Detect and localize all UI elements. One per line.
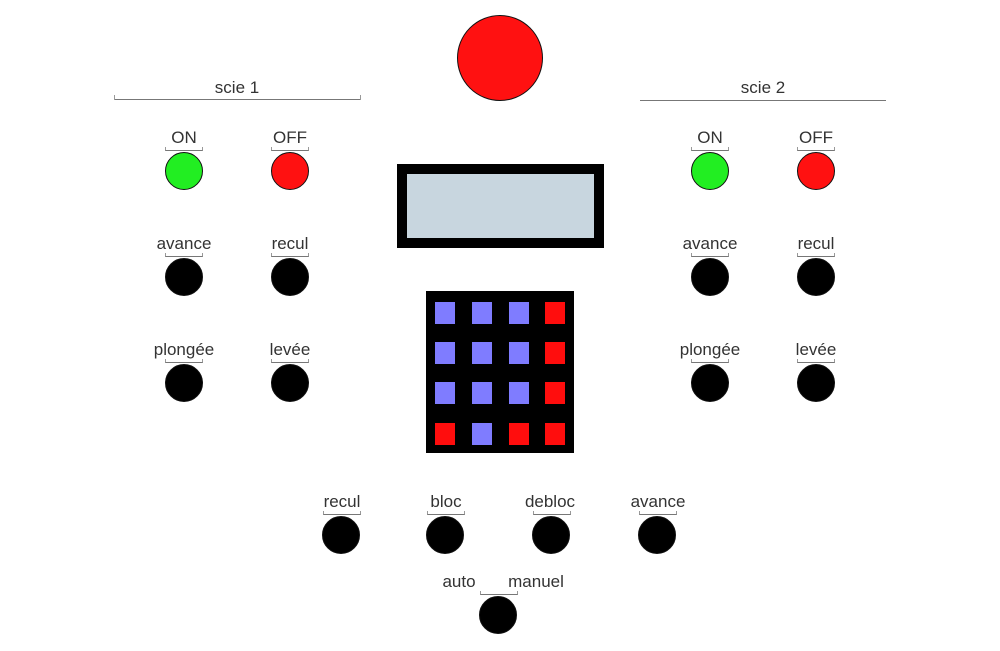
saw1-title: scie 1	[214, 78, 260, 97]
saw2-lift-button[interactable]	[797, 364, 835, 402]
saw2-forward-label: avance	[682, 234, 738, 253]
saw2-forward-bracket	[691, 253, 729, 257]
bottom-back-button[interactable]	[322, 516, 360, 554]
saw2-off-label: OFF	[799, 128, 833, 147]
keypad-key-1-4[interactable]	[545, 302, 565, 324]
saw2-plunge-bracket	[691, 359, 729, 363]
saw1-rule-tick-right	[360, 95, 361, 100]
manual-label: manuel	[508, 572, 564, 591]
bottom-forward-label: avance	[630, 492, 686, 511]
saw1-plunge-button[interactable]	[165, 364, 203, 402]
bottom-forward-button[interactable]	[638, 516, 676, 554]
keypad-key-3-2[interactable]	[472, 382, 492, 404]
saw1-forward-button[interactable]	[165, 258, 203, 296]
keypad-key-3-3[interactable]	[509, 382, 529, 404]
saw2-lift-label: levée	[795, 340, 837, 359]
auto-label: auto	[442, 572, 476, 591]
lock-bracket	[427, 511, 465, 515]
lcd-display	[397, 164, 604, 248]
keypad-key-1-2[interactable]	[472, 302, 492, 324]
saw2-off-bracket	[797, 147, 835, 151]
saw1-plunge-label: plongée	[153, 340, 215, 359]
keypad-key-3-4[interactable]	[545, 382, 565, 404]
keypad-key-4-4[interactable]	[545, 423, 565, 445]
saw2-back-label: recul	[797, 234, 835, 253]
saw1-lift-button[interactable]	[271, 364, 309, 402]
keypad-key-1-3[interactable]	[509, 302, 529, 324]
saw2-off-button[interactable]	[797, 152, 835, 190]
keypad-key-4-1[interactable]	[435, 423, 455, 445]
saw1-back-bracket	[271, 253, 309, 257]
keypad	[426, 291, 574, 453]
keypad-key-4-3[interactable]	[509, 423, 529, 445]
auto-manual-selector[interactable]	[479, 596, 517, 634]
saw1-off-button[interactable]	[271, 152, 309, 190]
saw1-off-bracket	[271, 147, 309, 151]
saw2-plunge-label: plongée	[679, 340, 741, 359]
saw1-on-label: ON	[171, 128, 197, 147]
unlock-bracket	[533, 511, 571, 515]
saw1-back-button[interactable]	[271, 258, 309, 296]
saw1-plunge-bracket	[165, 359, 203, 363]
saw1-forward-bracket	[165, 253, 203, 257]
keypad-key-1-1[interactable]	[435, 302, 455, 324]
bottom-back-label: recul	[323, 492, 361, 511]
saw1-lift-bracket	[271, 359, 309, 363]
saw1-off-label: OFF	[273, 128, 307, 147]
saw2-on-label: ON	[697, 128, 723, 147]
saw2-back-button[interactable]	[797, 258, 835, 296]
keypad-key-3-1[interactable]	[435, 382, 455, 404]
saw2-forward-button[interactable]	[691, 258, 729, 296]
saw1-back-label: recul	[271, 234, 309, 253]
saw2-back-bracket	[797, 253, 835, 257]
saw1-forward-label: avance	[156, 234, 212, 253]
saw1-lift-label: levée	[269, 340, 311, 359]
keypad-key-4-2[interactable]	[472, 423, 492, 445]
saw2-on-button[interactable]	[691, 152, 729, 190]
saw1-on-bracket	[165, 147, 203, 151]
unlock-button[interactable]	[532, 516, 570, 554]
saw1-title-rule	[114, 99, 361, 100]
saw2-lift-bracket	[797, 359, 835, 363]
bottom-back-bracket	[323, 511, 361, 515]
unlock-label: debloc	[524, 492, 576, 511]
lcd-screen	[407, 174, 594, 238]
saw1-on-button[interactable]	[165, 152, 203, 190]
keypad-key-2-3[interactable]	[509, 342, 529, 364]
saw2-title: scie 2	[740, 78, 786, 97]
saw2-on-bracket	[691, 147, 729, 151]
keypad-key-2-1[interactable]	[435, 342, 455, 364]
lock-button[interactable]	[426, 516, 464, 554]
saw2-title-rule	[640, 100, 886, 101]
lock-label: bloc	[430, 492, 462, 511]
auto-manual-bracket	[480, 591, 518, 595]
keypad-key-2-4[interactable]	[545, 342, 565, 364]
emergency-stop-button[interactable]	[457, 15, 543, 101]
saw2-plunge-button[interactable]	[691, 364, 729, 402]
bottom-forward-bracket	[639, 511, 677, 515]
keypad-key-2-2[interactable]	[472, 342, 492, 364]
saw1-rule-tick-left	[114, 95, 115, 100]
